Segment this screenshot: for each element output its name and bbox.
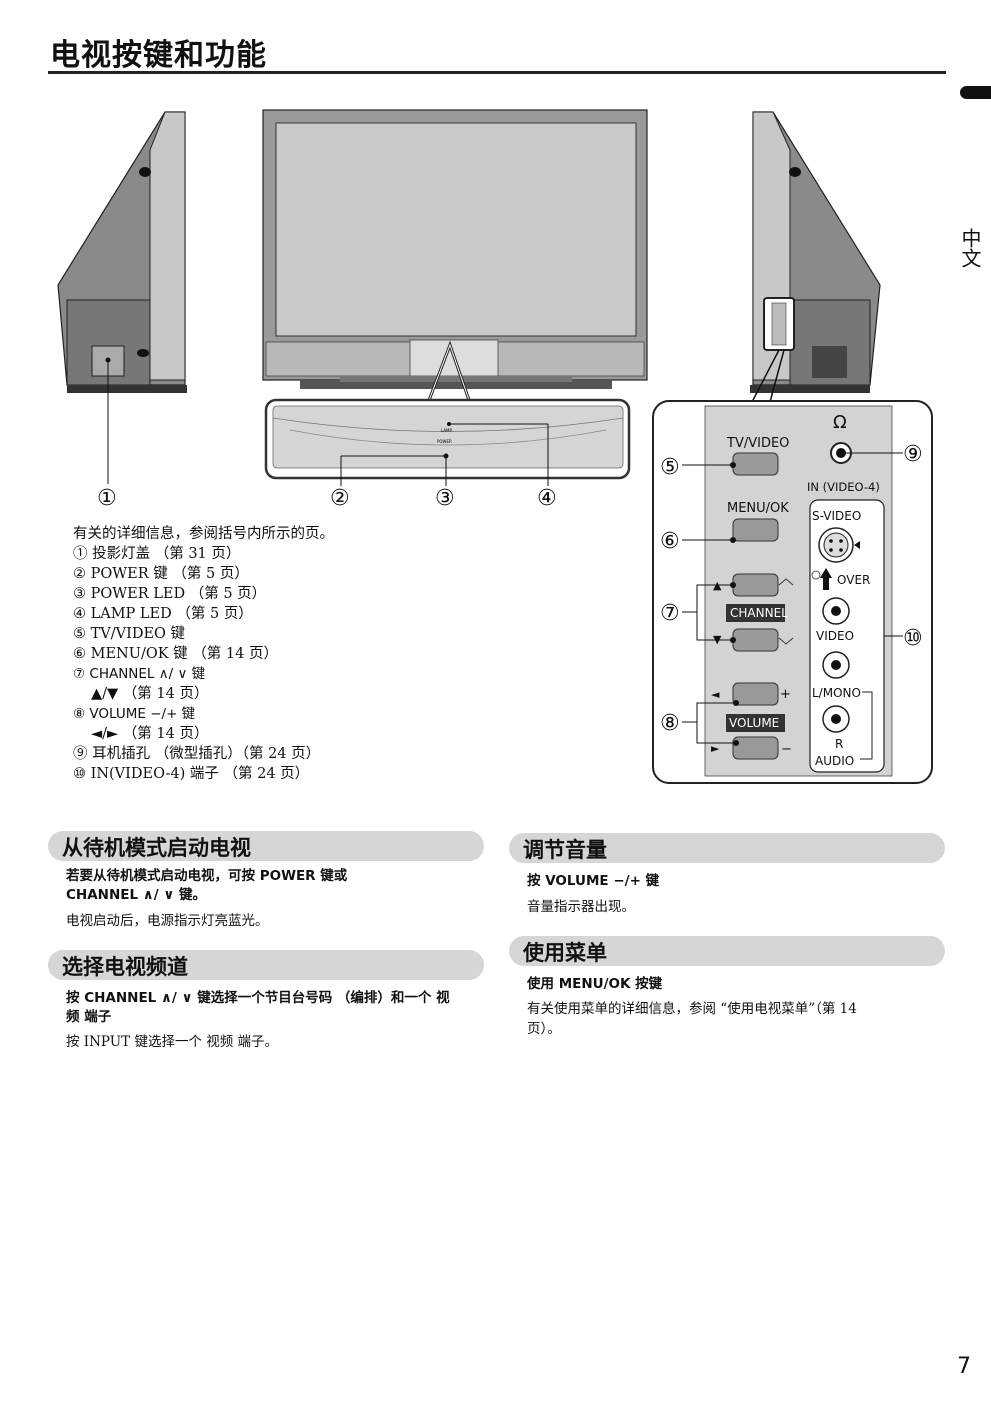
input-label: IN (VIDEO-4) bbox=[807, 480, 880, 494]
volume-plus-sign: + bbox=[780, 687, 791, 702]
volume-right-arrow: ► bbox=[711, 742, 720, 755]
legend-item: ⑨ 耳机插孔 （微型插孔）（第 24 页） bbox=[73, 746, 321, 762]
headphone-icon: Ω bbox=[833, 412, 847, 433]
section-channel-heading-bar: 选择电视频道 bbox=[48, 950, 484, 980]
s-video-label: S-VIDEO bbox=[812, 509, 861, 523]
legend-item: ④ LAMP LED （第 5 页） bbox=[73, 606, 253, 622]
language-tab-label: 中文 bbox=[958, 228, 982, 268]
tv-controls-figure: LAMP POWER bbox=[57, 109, 933, 784]
callout-10: ⑩ bbox=[903, 626, 923, 651]
section-standby-heading: 从待机模式启动电视 bbox=[62, 836, 251, 860]
legend-item: ① 投影灯盖 （第 31 页） bbox=[73, 546, 241, 562]
channel-body-text: 按 INPUT 键选择一个 视频 端子。 bbox=[66, 1034, 279, 1050]
section-volume-heading: 调节音量 bbox=[523, 838, 607, 862]
menu-body-line-1: 有关使用菜单的详细信息，参阅 “使用电视菜单”（第 14 bbox=[527, 1001, 857, 1017]
tv-video-label: TV/VIDEO bbox=[726, 436, 789, 451]
legend-item: ▲/▼ （第 14 页） bbox=[91, 686, 209, 702]
section-menu-heading: 使用菜单 bbox=[523, 941, 607, 965]
callout-2: ② bbox=[330, 486, 350, 511]
legend-item: ② POWER 键 （第 5 页） bbox=[73, 566, 249, 582]
volume-label: VOLUME bbox=[729, 716, 779, 730]
page-title: 电视按键和功能 bbox=[50, 38, 267, 73]
legend-item: ⑤ TV/VIDEO 键 bbox=[73, 626, 186, 642]
tv-left-side-view bbox=[57, 111, 187, 393]
over-label: OVER bbox=[837, 573, 870, 587]
callout-6: ⑥ bbox=[660, 529, 680, 554]
legend-item: ◄/► （第 14 页） bbox=[91, 726, 209, 742]
language-tab-marker bbox=[960, 86, 991, 99]
tv-front-view bbox=[262, 109, 648, 389]
section-standby-heading-bar: 从待机模式启动电视 bbox=[48, 831, 484, 861]
l-mono-label: L/MONO bbox=[812, 686, 861, 700]
section-menu-heading-bar: 使用菜单 bbox=[509, 936, 945, 966]
callout-4: ④ bbox=[537, 486, 557, 511]
channel-down-arrow: ▼ bbox=[713, 633, 722, 646]
volume-left-arrow: ◄ bbox=[711, 688, 720, 701]
legend-item: ⑩ IN(VIDEO-4) 端子 （第 24 页） bbox=[73, 766, 310, 782]
side-panel-zoom bbox=[652, 349, 933, 784]
r-label: R bbox=[835, 737, 843, 751]
standby-instruction-line-1: 若要从待机模式启动电视，可按 POWER 键或 bbox=[66, 868, 348, 884]
standby-body-text: 电视启动后，电源指示灯亮蓝光。 bbox=[66, 913, 269, 929]
parts-legend: 有关的详细信息，参阅括号内所示的页。 ① 投影灯盖 （第 31 页） ② POW… bbox=[73, 524, 334, 784]
front-lamp-label: LAMP bbox=[441, 428, 453, 433]
section-channel-heading: 选择电视频道 bbox=[62, 955, 188, 979]
legend-item: ③ POWER LED （第 5 页） bbox=[73, 586, 267, 602]
legend-item: ⑥ MENU/OK 键 （第 14 页） bbox=[73, 646, 278, 662]
channel-instruction-line-1: 按 CHANNEL ∧/ ∨ 键选择一个节目台号码 （编排）和一个 视 bbox=[66, 990, 450, 1006]
menu-body-line-2: 页）。 bbox=[527, 1021, 561, 1037]
volume-body-text: 音量指示器出现。 bbox=[527, 899, 635, 915]
callout-9: ⑨ bbox=[903, 442, 923, 467]
front-panel-zoom: LAMP POWER bbox=[264, 340, 631, 486]
audio-label: AUDIO bbox=[815, 754, 854, 768]
video-label: VIDEO bbox=[816, 629, 854, 643]
page-number: 7 bbox=[957, 1354, 971, 1379]
volume-instruction: 按 VOLUME −/+ 键 bbox=[527, 873, 660, 889]
callout-8: ⑧ bbox=[660, 711, 680, 736]
standby-instruction-line-2: CHANNEL ∧/ ∨ 键。 bbox=[66, 887, 207, 903]
title-divider bbox=[48, 71, 946, 74]
tv-right-side-view bbox=[750, 111, 881, 393]
callout-3: ③ bbox=[435, 486, 455, 511]
legend-intro: 有关的详细信息，参阅括号内所示的页。 bbox=[73, 526, 334, 542]
callout-1: ① bbox=[97, 486, 117, 511]
channel-up-arrow: ▲ bbox=[713, 579, 722, 592]
menu-ok-label: MENU/OK bbox=[727, 501, 789, 516]
menu-instruction: 使用 MENU/OK 按键 bbox=[527, 976, 663, 992]
channel-instruction-line-2: 频 端子 bbox=[66, 1009, 112, 1025]
section-volume-heading-bar: 调节音量 bbox=[509, 833, 945, 863]
legend-item: ⑦ CHANNEL ∧/ ∨ 键 bbox=[73, 666, 206, 682]
front-power-label: POWER bbox=[437, 439, 452, 444]
volume-minus-sign: − bbox=[781, 742, 792, 757]
legend-item: ⑧ VOLUME −/+ 键 bbox=[73, 706, 196, 722]
callout-5: ⑤ bbox=[660, 455, 680, 480]
callout-7: ⑦ bbox=[660, 601, 680, 626]
channel-label: CHANNEL bbox=[730, 606, 788, 620]
